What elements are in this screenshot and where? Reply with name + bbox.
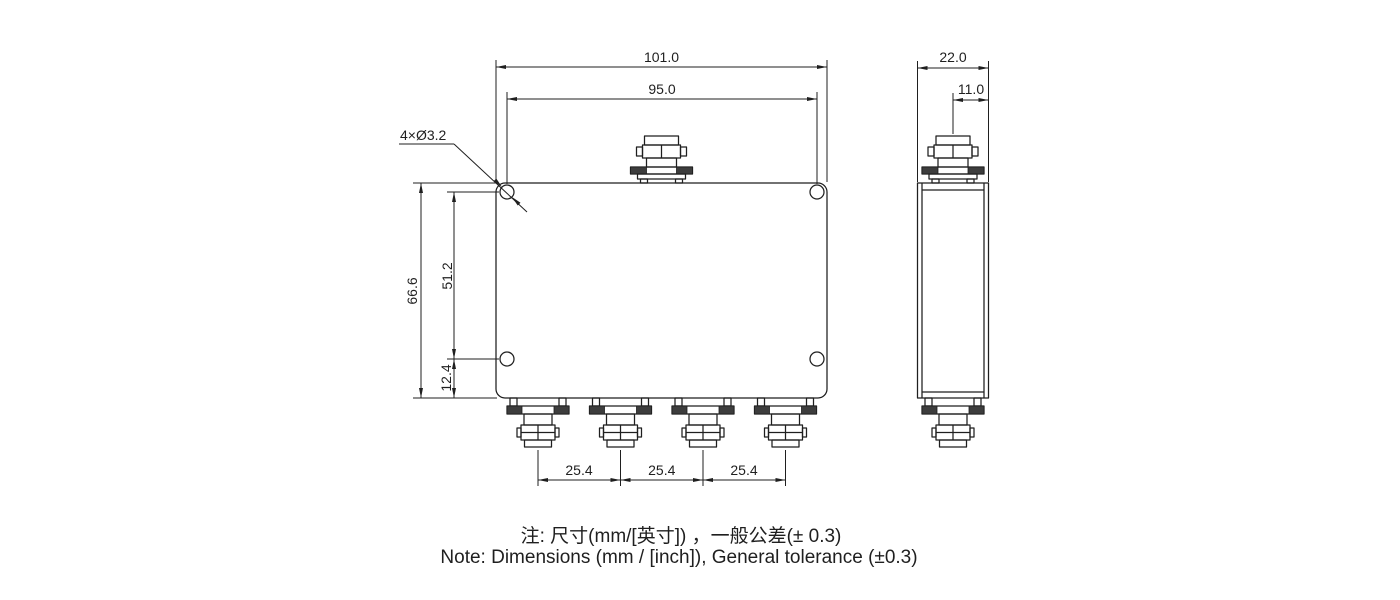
output-port-1 — [506, 397, 570, 448]
hole-callout-label: 4×Ø3.2 — [400, 127, 447, 143]
dim-label-12-4: 12.4 — [438, 364, 454, 391]
dim-label-25-4-c: 25.4 — [730, 462, 757, 478]
notes-block: 注: 尺寸(mm/[英寸]) ，一般公差(± 0.3) Note: Dimens… — [440, 525, 917, 568]
dim-label-101: 101.0 — [644, 49, 679, 65]
dim-label-51-2: 51.2 — [439, 262, 455, 289]
dimension-overall-width: 101.0 — [495, 49, 828, 182]
dim-label-11: 11.0 — [958, 81, 984, 97]
mounting-hole-bottom-left — [499, 351, 515, 367]
dim-label-22: 22.0 — [939, 49, 966, 65]
dimension-overall-height: 66.6 — [404, 182, 497, 399]
output-port-4 — [753, 397, 818, 448]
output-port-2 — [588, 397, 653, 448]
mounting-holes — [499, 184, 825, 367]
mounting-hole-top-right — [809, 184, 825, 200]
input-port-connector-side — [921, 135, 985, 184]
side-view — [916, 135, 990, 448]
mounting-hole-bottom-right — [809, 351, 825, 367]
note-line-chinese: 注: 尺寸(mm/[英寸]) ，一般公差(± 0.3) — [521, 525, 842, 547]
note-line-english: Note: Dimensions (mm / [inch]), General … — [440, 547, 917, 568]
dimension-depth: 22.0 — [917, 49, 989, 182]
dimension-hole-span-horizontal: 95.0 — [506, 81, 818, 184]
housing-front-outline — [495, 182, 828, 399]
housing-side-outline — [916, 182, 990, 399]
hole-diameter-callout: 4×Ø3.2 — [399, 127, 528, 213]
dimension-port-spacing-chain: 25.4 25.4 25.4 — [537, 450, 786, 486]
front-view — [495, 135, 828, 448]
output-port-3 — [671, 397, 735, 448]
output-port-side — [921, 397, 985, 448]
input-port-connector-front — [629, 135, 694, 184]
mounting-hole-top-left — [499, 184, 515, 200]
dimension-connector-center-offset: 11.0 — [952, 81, 989, 134]
dimension-hole-bottom-offset: 12.4 — [438, 359, 456, 398]
dim-label-95: 95.0 — [648, 81, 675, 97]
dim-label-25-4-b: 25.4 — [648, 462, 675, 478]
dimension-hole-span-vertical: 51.2 — [439, 191, 499, 360]
dim-label-66-6: 66.6 — [404, 277, 420, 304]
dim-label-25-4-a: 25.4 — [565, 462, 592, 478]
